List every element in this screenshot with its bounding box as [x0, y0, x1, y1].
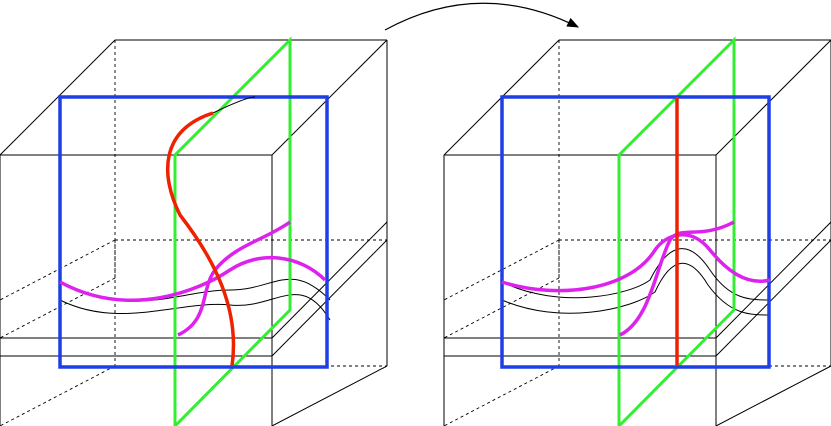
panel-before	[0, 36, 388, 426]
surface-curve-black	[501, 248, 771, 301]
hidden-edges	[443, 40, 831, 426]
transition-arrow	[384, 2, 580, 31]
green-plane	[173, 36, 292, 426]
cube-frame	[0, 39, 388, 426]
blue-plane	[500, 95, 771, 369]
red-curve	[165, 111, 236, 367]
surface-contour	[212, 96, 256, 114]
magenta-curve-branch	[177, 220, 292, 337]
hidden-edges	[0, 40, 387, 426]
green-plane	[617, 36, 736, 426]
cube-frame	[443, 39, 831, 426]
magenta-curve-branch	[619, 220, 735, 337]
magenta-curve	[501, 233, 771, 293]
magenta-curve	[59, 256, 327, 302]
blue-plane	[58, 95, 329, 369]
panel-after	[443, 36, 831, 426]
